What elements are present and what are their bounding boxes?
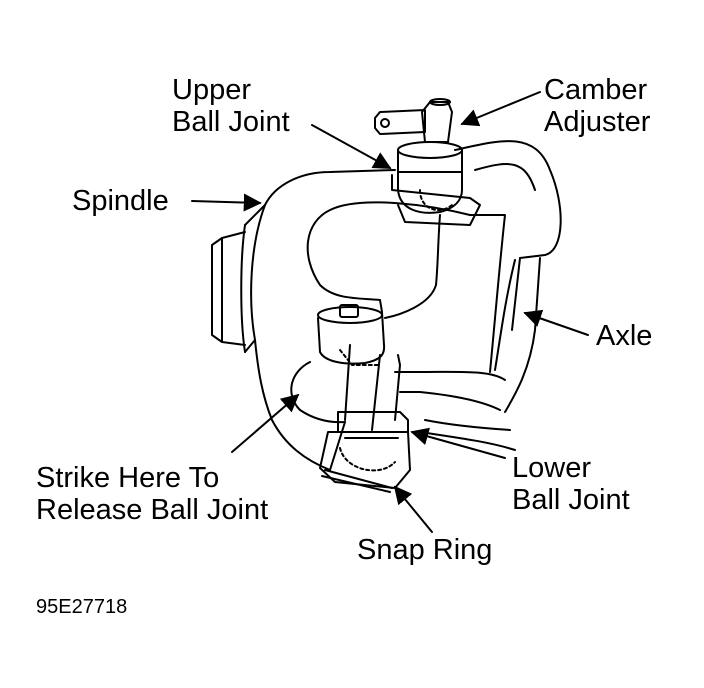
label-upper-ball-joint: Upper Ball Joint — [172, 74, 290, 138]
figure-id: 95E27718 — [36, 596, 128, 618]
spindle-arrow — [191, 193, 262, 212]
spindle-body — [211, 169, 506, 471]
label-lower-ball-joint: Lower Ball Joint — [512, 452, 630, 516]
axle-body — [419, 140, 562, 451]
strike-here-arrow — [231, 393, 300, 453]
label-spindle: Spindle — [72, 185, 169, 217]
label-axle: Axle — [596, 320, 653, 352]
lower-ball-joint-arrow — [410, 427, 506, 459]
label-snap-ring: Snap Ring — [357, 534, 493, 566]
upper-ball-joint-drawing — [374, 98, 481, 226]
label-strike-here: Strike Here To Release Ball Joint — [36, 462, 269, 526]
upper-ball-joint-arrow — [311, 124, 392, 169]
camber-adjuster-arrow — [460, 91, 541, 127]
leader-lines — [191, 91, 589, 533]
label-camber-adjuster: Camber Adjuster — [544, 74, 651, 138]
snap-ring-arrow — [393, 485, 433, 533]
axle-arrow — [523, 309, 589, 336]
